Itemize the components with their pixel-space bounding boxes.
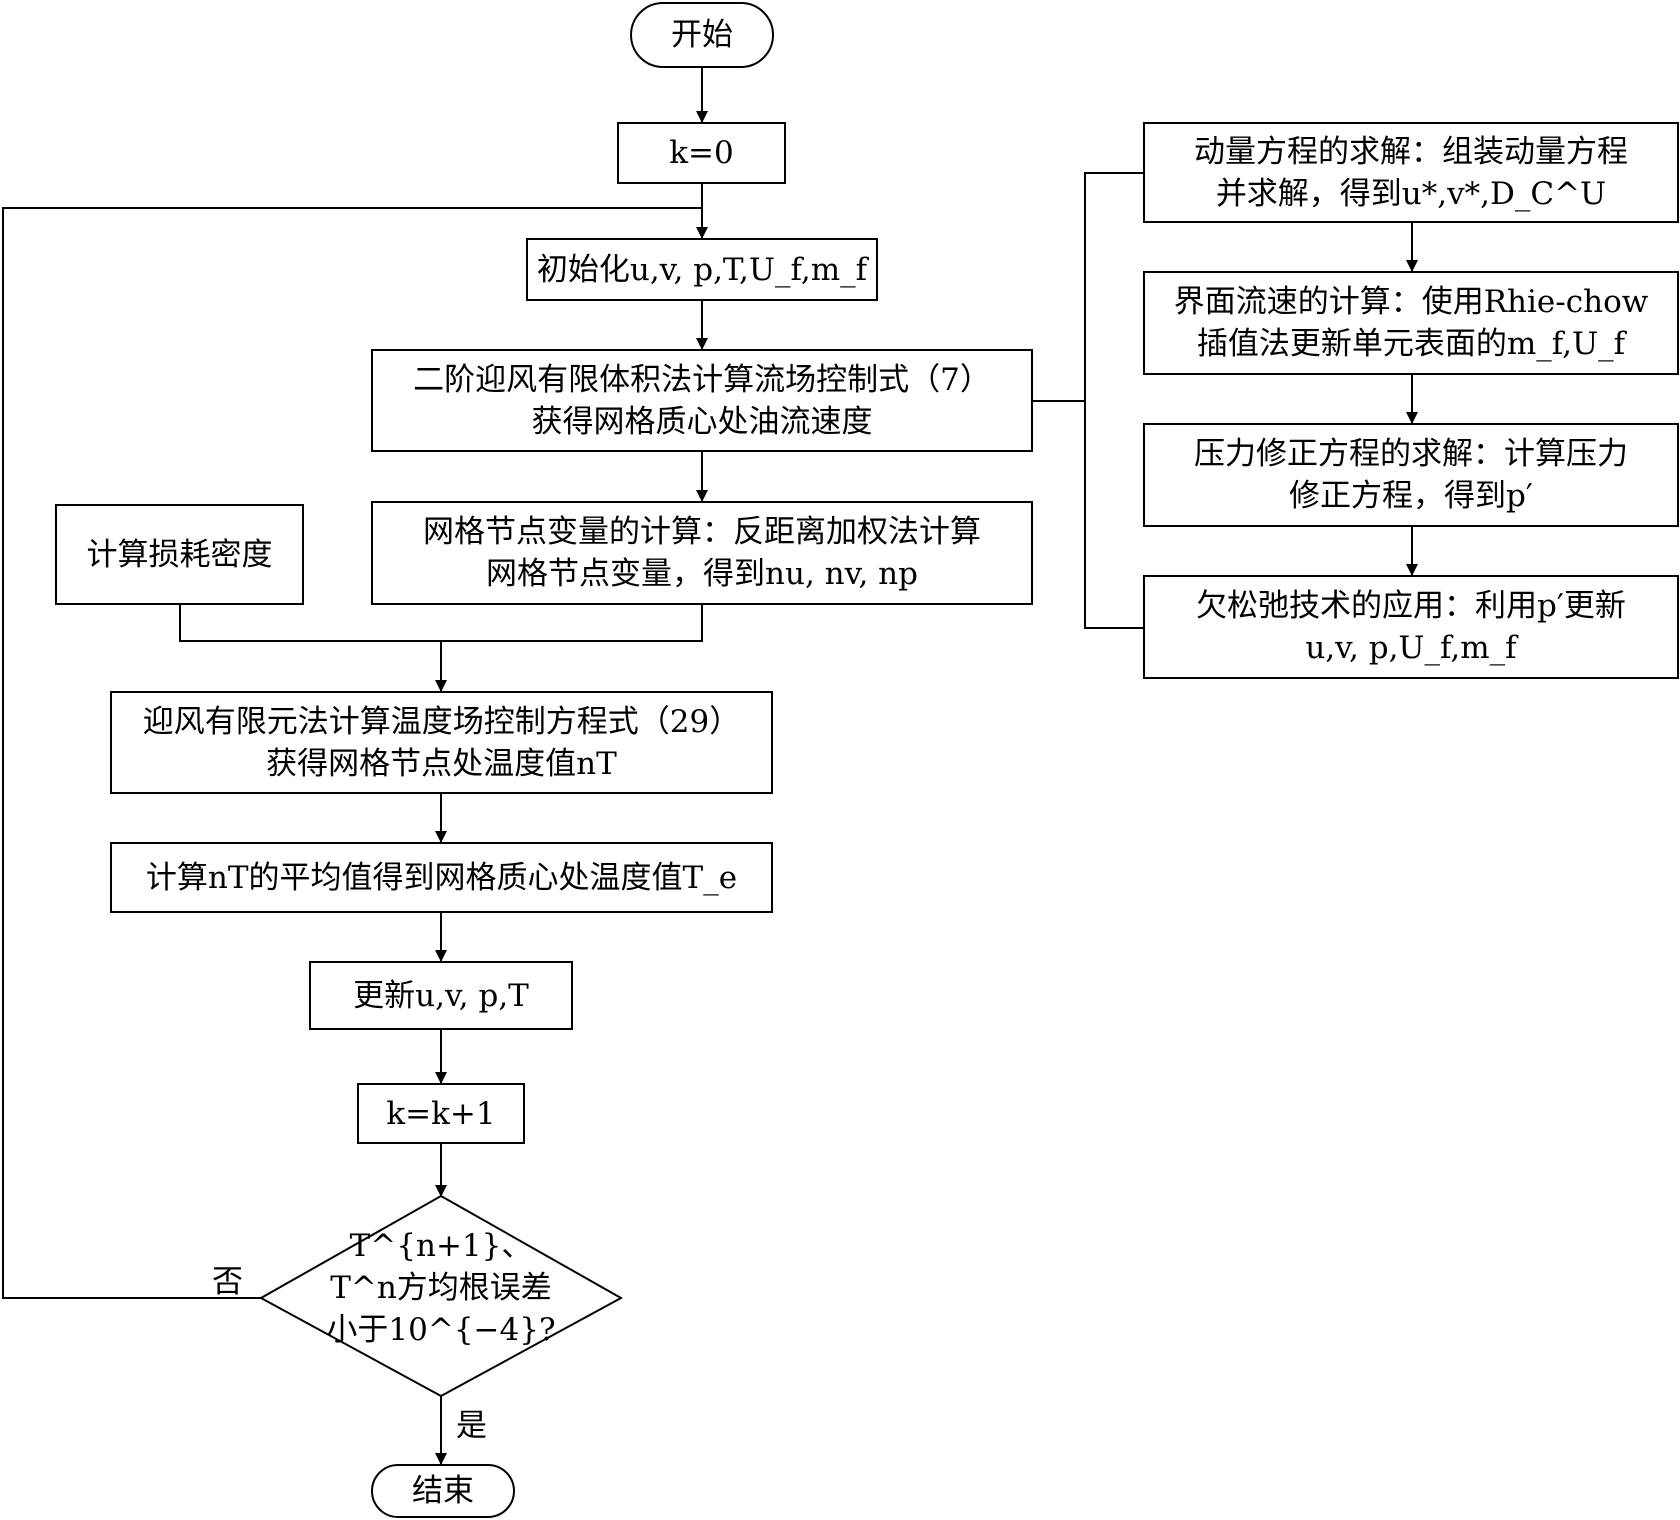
relax-box: 欠松弛技术的应用：利用p′更新 u,v, p,U_f,m_f	[1143, 575, 1679, 679]
start-label: 开始	[671, 17, 733, 53]
end-label: 结束	[412, 1473, 474, 1509]
relax-line-1: 欠松弛技术的应用：利用p′更新	[1196, 588, 1626, 624]
pressure-line-2: 修正方程，得到p′	[1289, 478, 1533, 514]
increment-label: k=k+1	[386, 1095, 496, 1132]
init-k-box: k=0	[617, 122, 786, 184]
loss-density-label: 计算损耗密度	[86, 536, 273, 573]
no-label: 否	[212, 1264, 243, 1300]
update-box: 更新u,v, p,T	[309, 961, 573, 1030]
edge-merge	[179, 605, 703, 642]
interface-line-2: 插值法更新单元表面的m_f,U_f	[1196, 326, 1626, 362]
temp-solve-line-1: 迎风有限元法计算温度场控制方程式（29）	[142, 703, 741, 740]
avg-temp-label: 计算nT的平均值得到网格质心处温度值T_e	[145, 859, 738, 896]
yes-label: 是	[456, 1408, 487, 1444]
relax-line-2: u,v, p,U_f,m_f	[1305, 630, 1517, 666]
decision-text: T^{n+1}、 T^n方均根误差 小于10^{−4}?	[311, 1225, 571, 1351]
interface-box: 界面流速的计算：使用Rhie-chow 插值法更新单元表面的m_f,U_f	[1143, 271, 1679, 375]
momentum-line-1: 动量方程的求解：组装动量方程	[1194, 133, 1628, 170]
flow-solve-line-2: 获得网格质心处油流速度	[531, 403, 873, 440]
momentum-line-2: 并求解，得到u*,v*,D_C^U	[1215, 175, 1607, 212]
temp-solve-line-2: 获得网格节点处温度值nT	[266, 745, 617, 782]
decision-line-2: T^n方均根误差	[330, 1270, 552, 1306]
decision-line-3: 小于10^{−4}?	[326, 1312, 556, 1348]
init-vars-box: 初始化u,v, p,T,U_f,m_f	[526, 238, 878, 301]
temp-solve-box: 迎风有限元法计算温度场控制方程式（29） 获得网格节点处温度值nT	[110, 691, 773, 794]
edge-loop-back	[2, 207, 702, 1299]
edge-side-bracket	[1084, 172, 1143, 629]
init-k-label: k=0	[669, 135, 734, 171]
increment-box: k=k+1	[357, 1083, 525, 1144]
decision-diamond	[258, 1194, 624, 1398]
start-terminal: 开始	[630, 2, 774, 68]
flow-solve-box: 二阶迎风有限体积法计算流场控制式（7） 获得网格质心处油流速度	[371, 349, 1033, 452]
node-vars-line-2: 网格节点变量，得到nu, nv, np	[486, 556, 918, 592]
update-label: 更新u,v, p,T	[353, 977, 529, 1014]
pressure-box: 压力修正方程的求解：计算压力 修正方程，得到p′	[1143, 423, 1679, 527]
decision-line-1: T^{n+1}、	[349, 1228, 533, 1264]
node-vars-line-1: 网格节点变量的计算：反距离加权法计算	[423, 514, 981, 550]
avg-temp-box: 计算nT的平均值得到网格质心处温度值T_e	[110, 842, 773, 913]
end-terminal: 结束	[371, 1464, 515, 1518]
init-vars-label: 初始化u,v, p,T,U_f,m_f	[536, 251, 868, 288]
pressure-line-1: 压力修正方程的求解：计算压力	[1194, 436, 1628, 472]
node-vars-box: 网格节点变量的计算：反距离加权法计算 网格节点变量，得到nu, nv, np	[371, 501, 1033, 605]
momentum-box: 动量方程的求解：组装动量方程 并求解，得到u*,v*,D_C^U	[1143, 122, 1679, 223]
interface-line-1: 界面流速的计算：使用Rhie-chow	[1173, 284, 1649, 320]
flow-solve-line-1: 二阶迎风有限体积法计算流场控制式（7）	[413, 361, 991, 398]
loss-density-box: 计算损耗密度	[55, 504, 304, 605]
